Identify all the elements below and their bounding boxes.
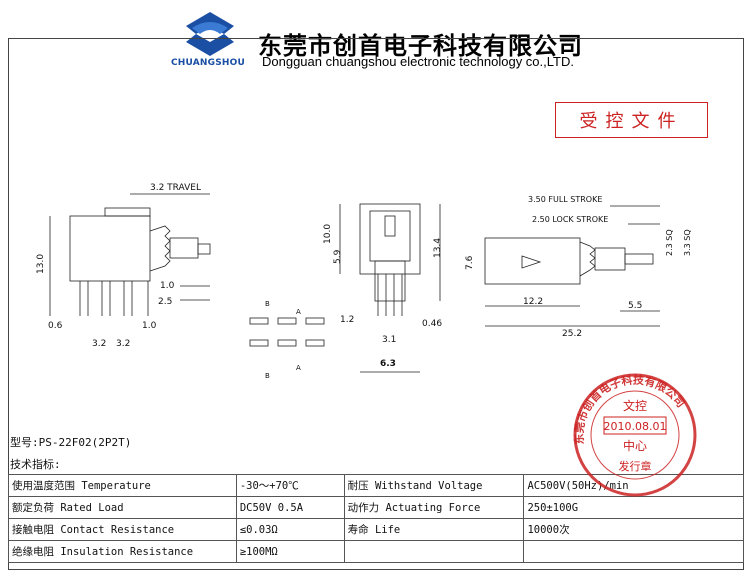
official-seal: 东莞市创首电子科技有限公司 文控 2010.08.01 中心 发行章 — [572, 372, 697, 497]
dim-front-h3: 13.4 — [433, 238, 443, 258]
pin-label-a2: A — [296, 364, 301, 372]
dim-side-d1: 1.0 — [160, 281, 175, 291]
dim-top-l3: 25.2 — [562, 329, 582, 339]
front-view — [339, 203, 441, 373]
table-row: 绝缘电阻 Insulation Resistance ≥100MΩ — [8, 540, 744, 563]
seal-line2: 中心 — [623, 438, 647, 453]
spec-cell: 耐压 Withstand Voltage — [343, 474, 525, 497]
pin-label-b1: B — [265, 300, 270, 308]
dim-travel: 3.2 TRAVEL — [150, 183, 201, 193]
dim-side-d3: 0.6 — [48, 321, 63, 331]
dim-side-d2: 2.5 — [158, 297, 172, 307]
dim-front-w4: 6.3 — [380, 359, 396, 369]
controlled-document-stamp: 受控文件 — [555, 102, 708, 138]
spec-cell — [343, 540, 525, 563]
spec-cell: AC500V(50Hz)/min — [523, 474, 744, 497]
dim-front-w3: 0.46 — [422, 319, 442, 329]
table-row: 使用温度范围 Temperature -30～+70℃ 耐压 Withstand… — [8, 474, 744, 497]
spec-cell: ≤0.03Ω — [235, 518, 345, 541]
model-number: 型号:PS-22F02(2P2T) — [10, 436, 132, 449]
logo-text: CHUANGSHOU — [170, 58, 246, 68]
dim-top-h: 7.6 — [465, 255, 475, 270]
spec-table: 使用温度范围 Temperature -30～+70℃ 耐压 Withstand… — [8, 474, 744, 563]
dim-front-h2: 5.9 — [333, 249, 343, 264]
seal-date: 2010.08.01 — [604, 420, 667, 433]
pin-label-b2: B — [265, 372, 270, 380]
table-row: 接触电阻 Contact Resistance ≤0.03Ω 寿命 Life 1… — [8, 518, 744, 541]
spec-cell: ≥100MΩ — [235, 540, 345, 563]
top-view — [484, 205, 660, 327]
spec-cell — [523, 540, 744, 563]
document-frame — [8, 38, 744, 570]
spec-title: 技术指标: — [10, 458, 61, 471]
dim-top-s1: 2.3 SQ — [665, 229, 674, 256]
company-logo — [186, 12, 234, 56]
dim-top-s2: 3.3 SQ — [683, 229, 692, 256]
dim-side-height: 13.0 — [36, 254, 46, 274]
spec-cell: 动作力 Actuating Force — [343, 496, 525, 519]
header: CHUANGSHOU 东莞市创首电子科技有限公司 Dongguan chuang… — [0, 0, 750, 80]
spec-cell: 寿命 Life — [343, 518, 525, 541]
dim-full-stroke: 3.50 FULL STROKE — [528, 195, 602, 204]
company-name-cn: 东莞市创首电子科技有限公司 — [258, 31, 583, 60]
spec-cell: 接触电阻 Contact Resistance — [8, 518, 237, 541]
dim-front-h1: 10.0 — [323, 224, 333, 244]
technical-drawing: 3.2 TRAVEL 13.0 1.0 2.5 0.6 3.2 3.2 1.0 … — [36, 183, 692, 380]
spec-cell: 使用温度范围 Temperature — [8, 474, 237, 497]
table-row: 额定负荷 Rated Load DC50V 0.5A 动作力 Actuating… — [8, 496, 744, 519]
pin-label-a1: A — [296, 308, 301, 316]
dim-top-l1: 12.2 — [523, 297, 543, 307]
spec-cell: 额定负荷 Rated Load — [8, 496, 237, 519]
stamp-text: 受控文件 — [579, 111, 684, 132]
pin-layout — [249, 317, 325, 347]
spec-cell: 绝缘电阻 Insulation Resistance — [8, 540, 237, 563]
dim-front-w2: 3.1 — [382, 335, 396, 345]
company-name-en: Dongguan chuangshou electronic technolog… — [262, 54, 574, 69]
spec-cell: DC50V 0.5A — [235, 496, 345, 519]
dim-side-d5: 3.2 — [116, 339, 130, 349]
seal-line1: 文控 — [623, 398, 647, 413]
spec-cell: 10000次 — [523, 518, 744, 541]
seal-line3: 发行章 — [619, 459, 652, 473]
dim-lock-stroke: 2.50 LOCK STROKE — [532, 215, 608, 224]
dim-front-w1: 1.2 — [340, 315, 354, 325]
dim-side-d6: 1.0 — [142, 321, 157, 331]
dim-side-d4: 3.2 — [92, 339, 106, 349]
dim-top-l2: 5.5 — [628, 301, 642, 311]
side-view — [49, 193, 211, 316]
spec-cell: -30～+70℃ — [235, 474, 345, 497]
